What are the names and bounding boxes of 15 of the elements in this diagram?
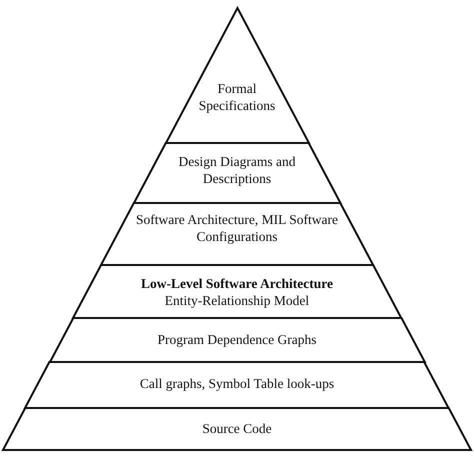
pyramid-tier — [3, 408, 471, 450]
pyramid-tier — [166, 8, 308, 143]
tier-label: Design Diagrams and Descriptions — [177, 153, 296, 187]
pyramid-tier — [134, 143, 340, 203]
tier-label: Program Dependence Graphs — [158, 331, 316, 348]
tier-label: Call graphs, Symbol Table look-ups — [140, 375, 334, 392]
pyramid-tier — [25, 362, 449, 408]
tier-label: Software Architecture, MIL Software Configurations — [135, 211, 339, 245]
tier-label: Source Code — [202, 420, 272, 437]
tier-label: Low-Level Software Architecture — [141, 275, 333, 292]
pyramid-tier — [100, 203, 374, 265]
pyramid-tier — [50, 318, 424, 362]
pyramid-tier — [72, 265, 402, 318]
tier-label: Entity-Relationship Model — [164, 292, 310, 309]
tier-label: Formal Specifications — [198, 80, 276, 114]
